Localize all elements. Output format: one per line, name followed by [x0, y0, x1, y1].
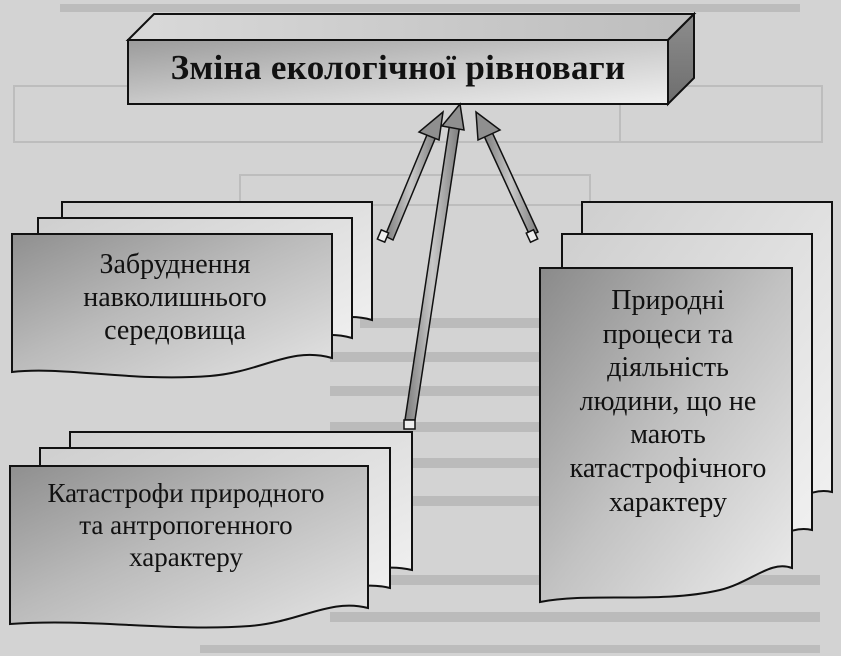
- doc-stack-natural: [539, 201, 833, 604]
- node-label-natural: Природні процеси та діяльність людини, щ…: [569, 285, 767, 518]
- doc-stack-pollution: [11, 201, 373, 379]
- doc-page-front: [539, 267, 793, 604]
- node-label-catastrophes: Катастрофи природного та антропогенного …: [47, 478, 325, 572]
- doc-stack-catastrophes: [9, 431, 413, 629]
- title-box: [125, 11, 697, 107]
- arrow-catastrophes-to-title: [403, 102, 465, 430]
- diagram-title: Зміна екологічної рівноваги: [170, 48, 626, 88]
- doc-page-front: [9, 465, 369, 629]
- node-label-pollution: Забруднення навколишнього середовища: [83, 249, 267, 347]
- arrow-natural-to-title: [475, 110, 539, 244]
- arrow-pollution-to-title: [376, 110, 445, 244]
- doc-page-front: [11, 233, 333, 379]
